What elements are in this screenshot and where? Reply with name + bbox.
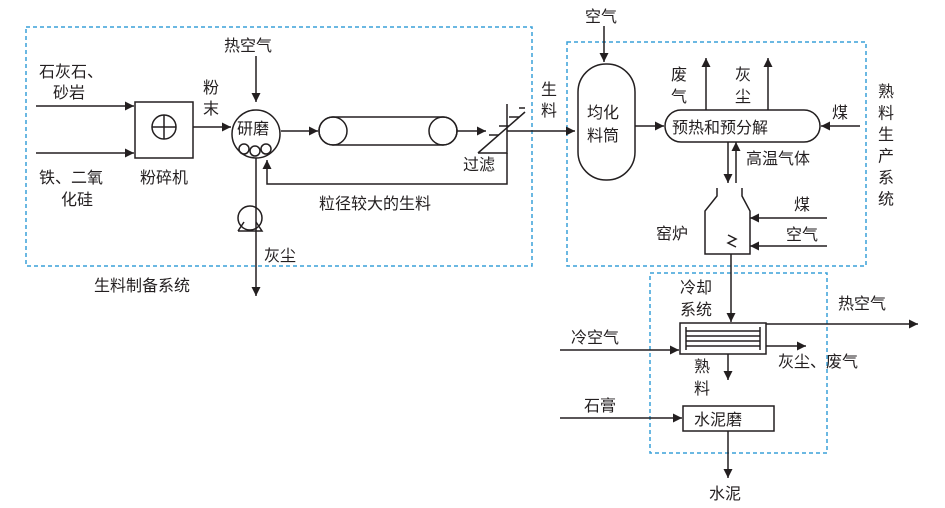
conveyor-belt	[318, 116, 458, 146]
raw-meal-label-2: 料	[541, 101, 557, 120]
iron-silica-label-1: 铁、二氧	[39, 168, 103, 187]
hot-air-label: 热空气	[224, 36, 272, 55]
dust-label-2: 尘	[735, 87, 751, 106]
gypsum-label: 石膏	[584, 396, 616, 415]
filter-outline	[478, 104, 508, 154]
limestone-label-2: 砂岩	[53, 83, 85, 102]
clinker-system-label-1: 熟料	[878, 82, 894, 123]
raw-meal-label-1: 生	[541, 80, 557, 99]
dust-waste-label: 灰尘、废气	[778, 352, 858, 371]
preheater-box	[664, 109, 821, 143]
raw-meal-system-boundary	[25, 26, 533, 267]
waste-gas-label-1: 废	[671, 65, 687, 84]
homogenizer-label-1: 均化	[587, 103, 619, 122]
filter-label: 过滤	[463, 155, 495, 174]
kiln-air-label: 空气	[786, 225, 818, 244]
clinker-system-boundary	[566, 41, 867, 267]
preheater-label: 预热和预分解	[672, 118, 768, 137]
dust-label-left: 灰尘	[264, 246, 296, 265]
coarse-return-label: 粒径较大的生料	[319, 194, 431, 213]
kiln-coal-label: 煤	[794, 195, 810, 214]
cold-air-label: 冷空气	[571, 328, 619, 347]
cement-label: 水泥	[709, 484, 741, 503]
clinker-label-2: 料	[694, 379, 710, 398]
coal-label-right: 煤	[832, 103, 848, 122]
hot-air-out-label: 热空气	[838, 294, 886, 313]
kiln-heat-icon	[726, 234, 738, 248]
homogenizer-label-2: 料筒	[587, 126, 619, 145]
dust-label-1: 灰	[735, 65, 751, 84]
raw-prep-system-label: 生料制备系统	[94, 276, 190, 295]
grinder-label: 研磨	[237, 119, 269, 138]
filter-screen	[477, 111, 526, 154]
clinker-label-1: 熟	[694, 357, 710, 376]
hot-gas-label: 高温气体	[746, 149, 810, 168]
kiln-label: 窑炉	[656, 224, 688, 243]
limestone-label-1: 石灰石、	[39, 62, 103, 81]
cement-mill-label: 水泥磨	[694, 410, 742, 429]
kiln-outline	[704, 188, 751, 255]
cooler-label-1: 冷却	[680, 278, 712, 297]
waste-gas-label-2: 气	[671, 87, 687, 106]
cooler-label-2: 系统	[680, 300, 712, 319]
crusher-label: 粉碎机	[140, 168, 188, 187]
clinker-system-label-2: 生产系统	[878, 125, 894, 209]
homogenizer-silo	[577, 63, 636, 181]
powder-label-2: 末	[203, 99, 219, 118]
powder-label-1: 粉	[203, 78, 219, 97]
crusher-box	[134, 101, 194, 159]
iron-silica-label-2: 化硅	[61, 190, 93, 209]
cooler-box	[679, 322, 767, 355]
coarse-return-arrow	[262, 153, 508, 185]
air-top-label: 空气	[585, 7, 617, 26]
fan-icon	[237, 205, 263, 231]
cooling-grinding-boundary	[649, 272, 828, 454]
